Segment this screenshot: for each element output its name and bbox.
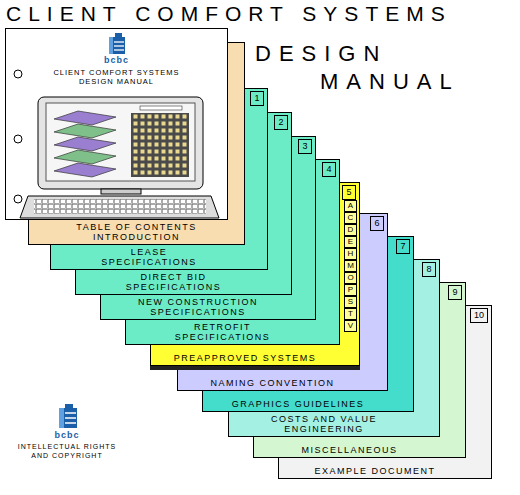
cover-logo-text: bcbc: [104, 55, 129, 65]
diagram-title: CLIENT COMFORT SYSTEMS: [6, 2, 452, 26]
sub-tab: O: [344, 272, 357, 284]
subtab-letter: C: [348, 213, 354, 223]
subtab-letter: D: [348, 225, 354, 235]
sub-tab: E: [344, 236, 357, 248]
section-label: TABLE OF CONTENTS INTRODUCTION: [62, 222, 212, 242]
subtab-letter: H: [348, 249, 354, 259]
section-label: PREAPPROVED SYSTEMS: [174, 353, 317, 363]
sub-tab: S: [344, 296, 357, 308]
subtab-letter: M: [347, 261, 354, 271]
cover-title: CLIENT COMFORT SYSTEMS DESIGN MANUAL: [42, 68, 192, 86]
section-label: NAMING CONVENTION: [210, 378, 334, 388]
logo-icon: [56, 404, 80, 430]
sub-tab: M: [344, 260, 357, 272]
section-label: NEW CONSTRUCTION SPECIFICATIONS: [111, 297, 286, 317]
section-label: RETROFIT SPECIFICATIONS: [158, 322, 288, 342]
subtab-letter: O: [347, 273, 353, 283]
tab-number: 4: [322, 162, 336, 177]
section-label: LEASE SPECIFICATIONS: [89, 247, 209, 267]
tab-number: 2: [274, 115, 288, 130]
section-label: EXAMPLE DOCUMENT: [314, 466, 435, 476]
subtab-letter: A: [348, 201, 353, 211]
sub-tab: T: [344, 308, 357, 320]
tab-number: 7: [396, 239, 410, 254]
manual-heading: DESIGN MANUAL: [255, 40, 490, 96]
tab-number: 1: [250, 91, 264, 106]
logo-text: bcbc: [42, 430, 92, 440]
manual-cover: bcbcCLIENT COMFORT SYSTEMS DESIGN MANUAL: [5, 28, 228, 220]
sub-tab: V: [344, 320, 357, 332]
tab-number: 3: [298, 139, 312, 154]
sub-tab: D: [344, 224, 357, 236]
copyright-note: INTELLECTUAL RIGHTS AND COPYRIGHT: [8, 442, 126, 460]
tab-number: 8: [422, 262, 436, 277]
section-label: DIRECT BID SPECIFICATIONS: [99, 272, 249, 292]
tab-number: 10: [470, 308, 488, 323]
tab-number: 6: [370, 216, 384, 231]
subtab-letter: E: [348, 237, 353, 247]
tab-number: 5: [342, 185, 356, 200]
sub-tab: P: [344, 284, 357, 296]
section-label: GRAPHICS GUIDELINES: [232, 399, 365, 409]
tab-number: 9: [448, 285, 462, 300]
subtab-letter: V: [348, 321, 353, 331]
section-label: COSTS AND VALUE ENGINEERING: [259, 414, 389, 434]
subtab-letter: P: [348, 285, 353, 295]
subtab-letter: T: [348, 309, 353, 319]
sub-tab: H: [344, 248, 357, 260]
sub-tab: C: [344, 212, 357, 224]
subtab-letter: S: [348, 297, 353, 307]
section-label: MISCELLANEOUS: [301, 445, 397, 455]
sub-tab: A: [344, 200, 357, 212]
